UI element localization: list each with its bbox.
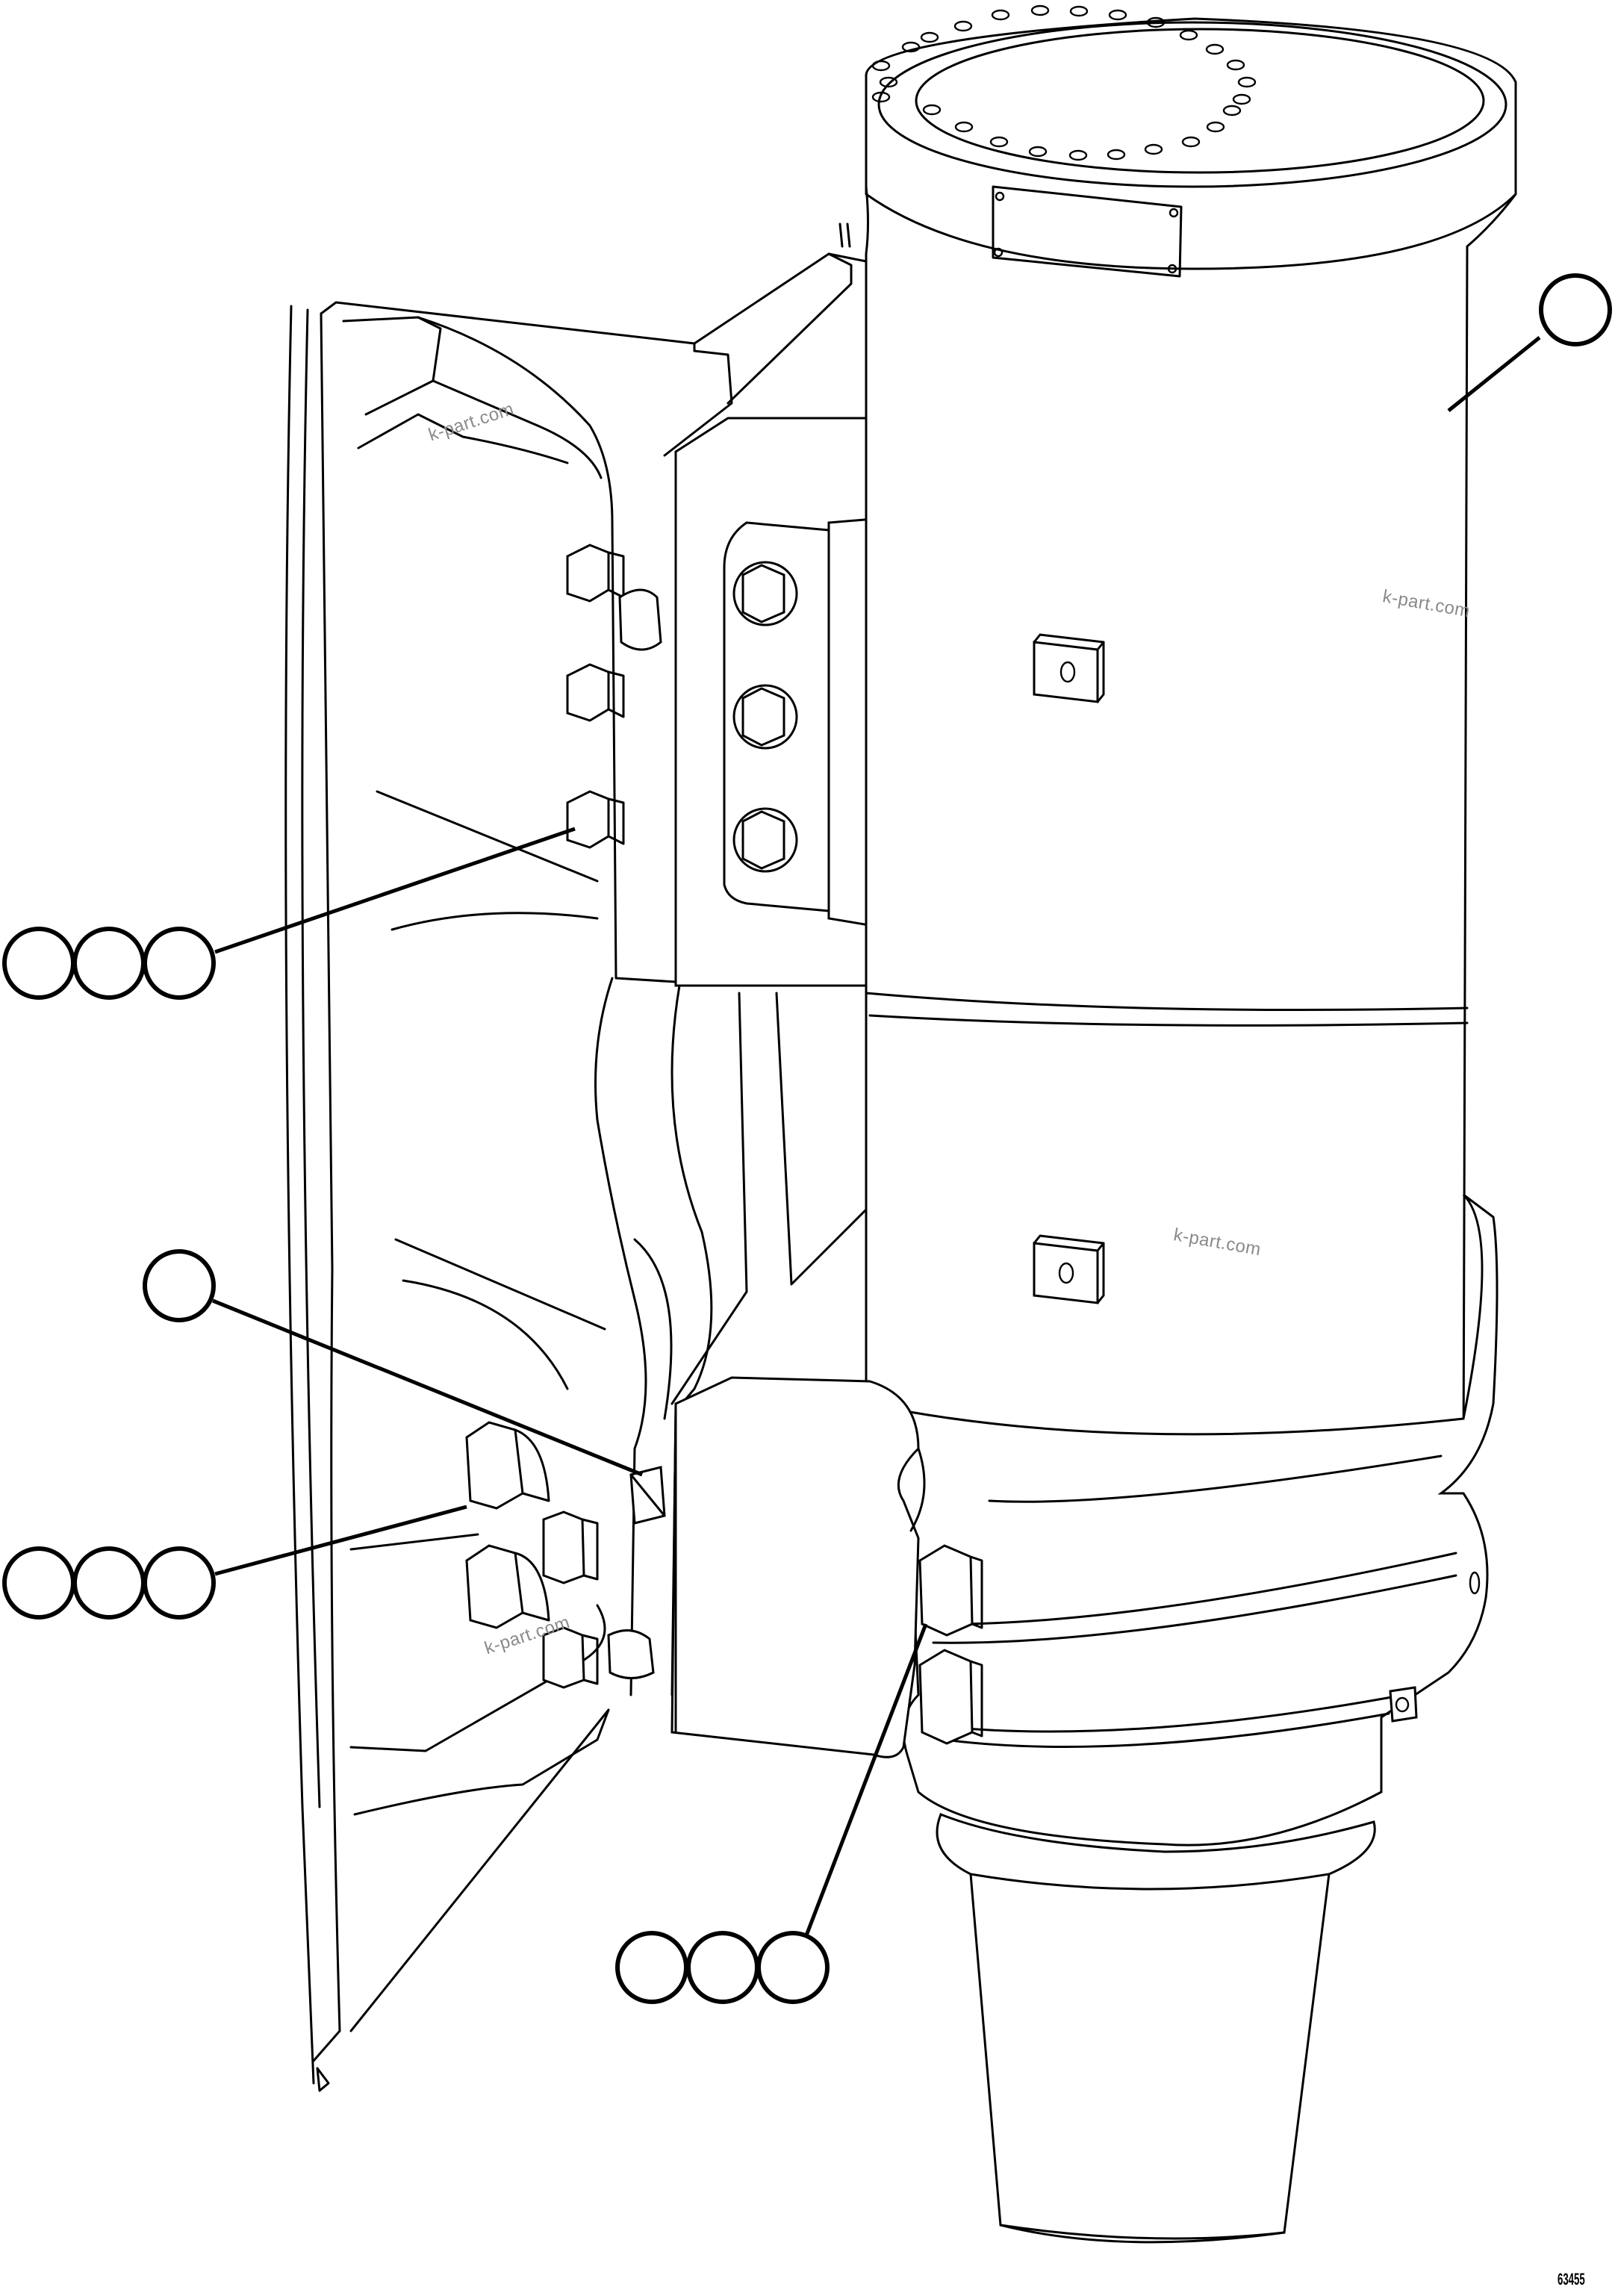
grease-lug-lower bbox=[1033, 1234, 1105, 1304]
upper-left-bolts bbox=[566, 544, 662, 849]
upper-center-bolts bbox=[732, 561, 798, 873]
tapered-rod bbox=[936, 1813, 1376, 2244]
callout-balloon bbox=[615, 1931, 688, 2004]
callout-balloon bbox=[2, 927, 75, 1000]
callout-balloon bbox=[756, 1931, 830, 2004]
callout-upper-bolts[interactable] bbox=[2, 827, 576, 1000]
callout-lower-left-bolts[interactable] bbox=[2, 1505, 467, 1620]
lower-left-bolts bbox=[465, 1421, 655, 1689]
nameplate bbox=[992, 185, 1183, 278]
grease-lug-upper bbox=[1033, 633, 1105, 703]
callout-cylinder[interactable] bbox=[1447, 273, 1612, 412]
lower-right-bolts bbox=[918, 1544, 983, 1745]
callout-balloon bbox=[686, 1931, 759, 2004]
lower-clamp-bracket bbox=[670, 1376, 926, 1758]
figure-number: 63455 bbox=[1558, 2270, 1585, 2289]
callout-key-block[interactable] bbox=[143, 1249, 643, 1477]
callout-balloon bbox=[2, 1546, 75, 1620]
callout-balloon bbox=[143, 1249, 216, 1322]
key-block bbox=[629, 1466, 666, 1525]
callout-balloon bbox=[72, 1546, 146, 1620]
callout-lower-right-bolts[interactable] bbox=[615, 1623, 928, 2004]
callout-balloon bbox=[72, 927, 146, 1000]
callout-balloon bbox=[1539, 273, 1612, 346]
flange-bolt-holes bbox=[871, 4, 1257, 161]
callout-balloon bbox=[143, 927, 216, 1000]
main-cylinder bbox=[865, 4, 1517, 1495]
callout-balloon bbox=[143, 1546, 216, 1620]
